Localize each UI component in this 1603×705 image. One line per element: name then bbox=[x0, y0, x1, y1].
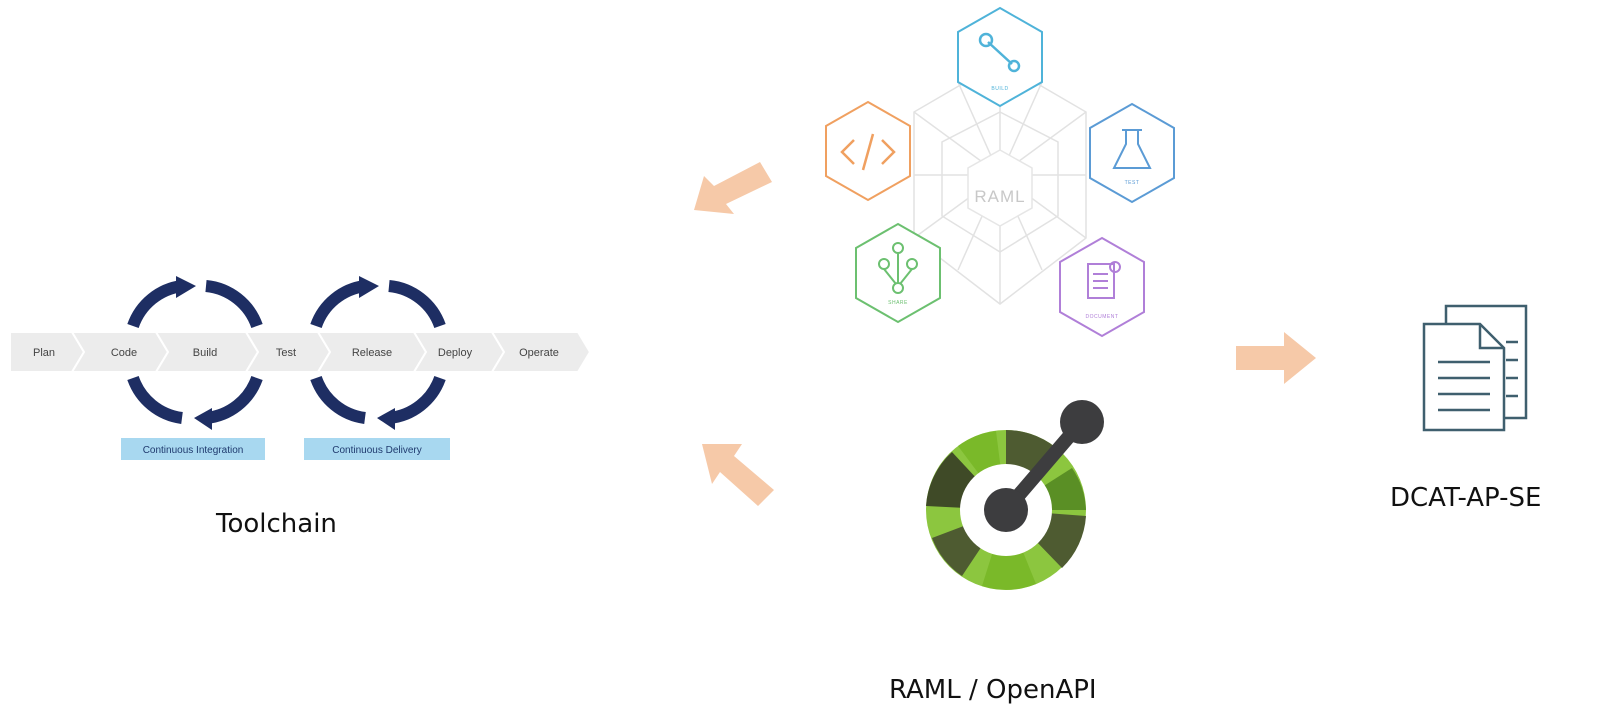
raml-node-document-label: DOCUMENT bbox=[1086, 314, 1119, 320]
stage-code: Code bbox=[111, 347, 137, 359]
arrow-to-toolchain-upper bbox=[694, 162, 772, 214]
toolchain-diagram: Plan Code Build Test Release Deploy Oper… bbox=[9, 276, 592, 460]
arrow-to-dcat bbox=[1236, 332, 1316, 384]
arrow-right-shape bbox=[1236, 332, 1316, 384]
raml-node-share: SHARE bbox=[855, 222, 941, 324]
stage-build: Build bbox=[193, 347, 217, 359]
raml-center-hex bbox=[967, 149, 1033, 227]
ci-loop-arrows bbox=[127, 280, 263, 424]
stage-operate: Operate bbox=[519, 347, 559, 359]
raml-node-document: DOCUMENT bbox=[1059, 236, 1145, 338]
stage-band bbox=[9, 331, 592, 373]
document-icon bbox=[1087, 261, 1121, 299]
raml-node-share-label: SHARE bbox=[888, 300, 908, 306]
raml-center-label: RAML bbox=[974, 187, 1025, 206]
raml-node-build: BUILD bbox=[957, 6, 1043, 108]
stage-test: Test bbox=[276, 347, 296, 359]
ci-label-box bbox=[121, 438, 265, 460]
documents-icon bbox=[1422, 304, 1528, 432]
cd-label-box bbox=[304, 438, 450, 460]
wrench-icon bbox=[978, 32, 1021, 73]
arrow-upper-left-shape bbox=[694, 162, 772, 214]
stage-deploy: Deploy bbox=[438, 347, 473, 359]
openapi-connector bbox=[984, 400, 1104, 532]
raml-node-build-label: BUILD bbox=[991, 86, 1008, 92]
cd-label: Continuous Delivery bbox=[332, 445, 422, 456]
document-lines bbox=[1438, 340, 1518, 412]
arrow-to-toolchain-lower bbox=[702, 444, 774, 506]
cd-arrowheads bbox=[359, 276, 395, 430]
share-icon bbox=[878, 242, 918, 294]
toolchain-caption: Toolchain bbox=[216, 509, 337, 539]
code-icon bbox=[840, 133, 896, 171]
raml-node-test: TEST bbox=[1089, 102, 1175, 204]
arrow-lower-left-shape bbox=[702, 444, 774, 506]
dcat-caption: DCAT-AP-SE bbox=[1390, 483, 1542, 513]
raml-diagram: RAML BUILD TEST DOCUMENT bbox=[825, 6, 1175, 338]
stage-release: Release bbox=[352, 347, 392, 359]
raml-node-test-label: TEST bbox=[1125, 180, 1140, 186]
openapi-logo bbox=[926, 400, 1104, 590]
raml-node-design bbox=[825, 100, 911, 202]
ci-arrowheads bbox=[176, 276, 212, 430]
stage-plan: Plan bbox=[33, 347, 55, 359]
openapi-caption: RAML / OpenAPI bbox=[889, 675, 1097, 705]
ci-label: Continuous Integration bbox=[143, 445, 244, 456]
cd-loop-arrows bbox=[310, 280, 446, 424]
flask-icon bbox=[1112, 129, 1152, 169]
